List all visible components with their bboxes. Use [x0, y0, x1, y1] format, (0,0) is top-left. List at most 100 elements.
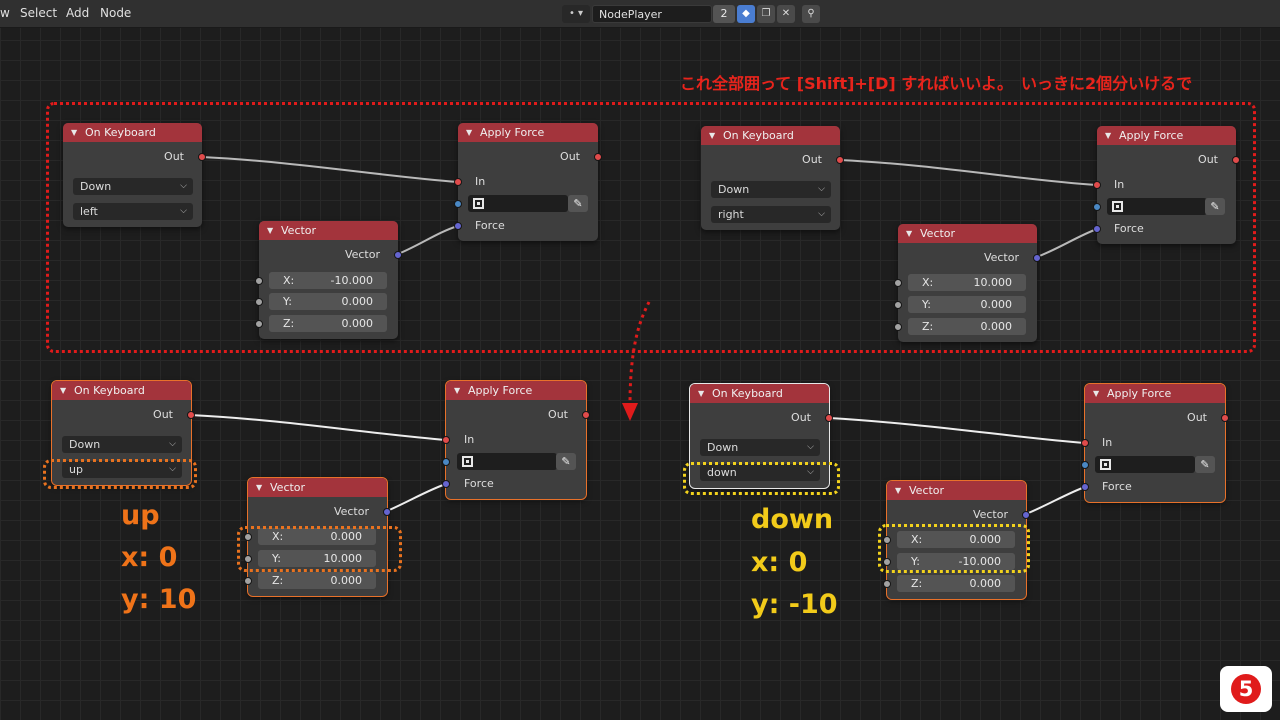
z-in-socket[interactable] — [883, 580, 891, 588]
object-socket[interactable] — [442, 458, 450, 466]
eyedropper-icon[interactable]: ✎ — [568, 195, 588, 212]
node-header[interactable]: ▼Vector — [887, 481, 1026, 500]
in-socket[interactable] — [442, 436, 450, 444]
apply-force-node-down[interactable]: ▼Apply Force Out In ✎ Force — [1081, 383, 1229, 503]
eyedropper-icon[interactable]: ✎ — [556, 453, 576, 470]
z-field[interactable]: Z:0.000 — [269, 315, 387, 332]
node-header[interactable]: ▼On Keyboard — [63, 123, 202, 142]
z-in-socket[interactable] — [255, 320, 263, 328]
object-field[interactable] — [468, 195, 568, 212]
key-dropdown[interactable]: Down⌵ — [62, 436, 182, 453]
force-in-socket[interactable] — [442, 480, 450, 488]
apply-force-node-right[interactable]: ▼Apply Force Out In ✎ Force — [1093, 126, 1240, 244]
node-header[interactable]: ▼Apply Force — [1085, 384, 1225, 403]
node-header[interactable]: ▼On Keyboard — [690, 384, 829, 403]
node-header[interactable]: ▼Apply Force — [458, 123, 598, 142]
y-in-socket[interactable] — [255, 298, 263, 306]
node-header[interactable]: ▼Vector — [259, 221, 398, 240]
close-icon[interactable]: ✕ — [777, 5, 795, 23]
key-dropdown[interactable]: Down⌵ — [711, 181, 831, 198]
collapse-triangle-icon[interactable]: ▼ — [454, 386, 461, 395]
apply-force-node-left[interactable]: ▼Apply Force Out In ✎ Force — [454, 123, 602, 241]
duplicate-icon[interactable]: ❐ — [757, 5, 775, 23]
direction-dropdown[interactable]: up⌵ — [62, 461, 182, 478]
object-socket[interactable] — [1081, 461, 1089, 469]
node-header[interactable]: ▼Apply Force — [1097, 126, 1236, 145]
collapse-triangle-icon[interactable]: ▼ — [256, 483, 263, 492]
menu-node[interactable]: Node — [100, 6, 132, 20]
eyedropper-icon[interactable]: ✎ — [1195, 456, 1215, 473]
key-dropdown[interactable]: Down⌵ — [700, 439, 820, 456]
y-field[interactable]: Y:-10.000 — [897, 553, 1015, 570]
y-field[interactable]: Y:0.000 — [908, 296, 1026, 313]
z-in-socket[interactable] — [244, 577, 252, 585]
in-socket[interactable] — [1093, 181, 1101, 189]
y-in-socket[interactable] — [883, 558, 891, 566]
z-in-socket[interactable] — [894, 323, 902, 331]
z-field[interactable]: Z:0.000 — [258, 572, 376, 589]
y-field[interactable]: Y:10.000 — [258, 550, 376, 567]
eyedropper-icon[interactable]: ✎ — [1205, 198, 1225, 215]
force-in-socket[interactable] — [1093, 225, 1101, 233]
vector-out-socket[interactable] — [1022, 511, 1030, 519]
force-in-socket[interactable] — [454, 222, 462, 230]
node-header[interactable]: ▼On Keyboard — [701, 126, 840, 145]
node-header[interactable]: ▼Apply Force — [446, 381, 586, 400]
vector-out-socket[interactable] — [394, 251, 402, 259]
out-socket[interactable] — [825, 414, 833, 422]
object-field[interactable] — [1095, 456, 1195, 473]
vector-node-right[interactable]: ▼Vector Vector X:10.000 Y:0.000 Z:0.000 — [894, 224, 1041, 342]
key-dropdown[interactable]: Down⌵ — [73, 178, 193, 195]
fake-user-icon[interactable]: ◆ — [737, 5, 755, 23]
collapse-triangle-icon[interactable]: ▼ — [709, 131, 716, 140]
out-socket[interactable] — [198, 153, 206, 161]
out-socket[interactable] — [594, 153, 602, 161]
on-keyboard-node-left[interactable]: ▼On Keyboard Out Down⌵ left⌵ — [63, 123, 206, 227]
users-count[interactable]: 2 — [713, 5, 735, 23]
vector-node-left[interactable]: ▼Vector Vector X:-10.000 Y:0.000 Z:0.000 — [255, 221, 402, 339]
collapse-triangle-icon[interactable]: ▼ — [267, 226, 274, 235]
vector-node-down[interactable]: ▼Vector Vector X:0.000 Y:-10.000 Z:0.000 — [883, 480, 1030, 600]
node-header[interactable]: ▼Vector — [898, 224, 1037, 243]
y-in-socket[interactable] — [244, 555, 252, 563]
menu-add[interactable]: Add — [66, 6, 90, 20]
collapse-triangle-icon[interactable]: ▼ — [906, 229, 913, 238]
y-in-socket[interactable] — [894, 301, 902, 309]
out-socket[interactable] — [1221, 414, 1229, 422]
out-socket[interactable] — [1232, 156, 1240, 164]
object-field[interactable] — [457, 453, 557, 470]
y-field[interactable]: Y:0.000 — [269, 293, 387, 310]
collapse-triangle-icon[interactable]: ▼ — [71, 128, 78, 137]
object-socket[interactable] — [454, 200, 462, 208]
object-field[interactable] — [1107, 198, 1207, 215]
direction-dropdown[interactable]: left⌵ — [73, 203, 193, 220]
node-tree-name-field[interactable]: NodePlayer — [592, 5, 712, 23]
on-keyboard-node-up[interactable]: ▼On Keyboard Out Down⌵ up⌵ — [51, 380, 195, 486]
on-keyboard-node-down[interactable]: ▼On Keyboard Out Down⌵ down⌵ — [689, 383, 833, 489]
collapse-triangle-icon[interactable]: ▼ — [895, 486, 902, 495]
collapse-triangle-icon[interactable]: ▼ — [698, 389, 705, 398]
out-socket[interactable] — [187, 411, 195, 419]
out-socket[interactable] — [582, 411, 590, 419]
view-menu-edge[interactable]: w — [0, 6, 10, 20]
x-field[interactable]: X:-10.000 — [269, 272, 387, 289]
x-field[interactable]: X:10.000 — [908, 274, 1026, 291]
vector-out-socket[interactable] — [383, 508, 391, 516]
out-socket[interactable] — [836, 156, 844, 164]
z-field[interactable]: Z:0.000 — [908, 318, 1026, 335]
collapse-triangle-icon[interactable]: ▼ — [466, 128, 473, 137]
node-header[interactable]: ▼On Keyboard — [52, 381, 191, 400]
collapse-triangle-icon[interactable]: ▼ — [60, 386, 67, 395]
z-field[interactable]: Z:0.000 — [897, 575, 1015, 592]
pin-icon[interactable]: ⚲ — [802, 5, 820, 23]
x-in-socket[interactable] — [883, 536, 891, 544]
x-in-socket[interactable] — [255, 277, 263, 285]
in-socket[interactable] — [1081, 439, 1089, 447]
in-socket[interactable] — [454, 178, 462, 186]
object-socket[interactable] — [1093, 203, 1101, 211]
x-field[interactable]: X:0.000 — [258, 528, 376, 545]
direction-dropdown[interactable]: right⌵ — [711, 206, 831, 223]
collapse-triangle-icon[interactable]: ▼ — [1105, 131, 1112, 140]
collapse-triangle-icon[interactable]: ▼ — [1093, 389, 1100, 398]
on-keyboard-node-right[interactable]: ▼On Keyboard Out Down⌵ right⌵ — [701, 126, 844, 230]
